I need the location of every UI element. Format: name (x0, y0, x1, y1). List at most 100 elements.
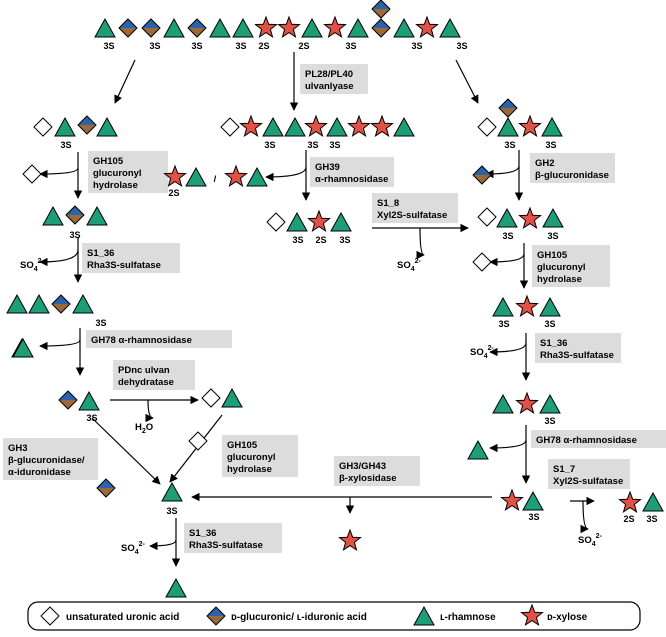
unsaturated-uronic-acid-diamond (477, 207, 497, 227)
enzyme-label-s1_7-0: S1_7 (553, 464, 575, 475)
rhamnose-triangle (163, 17, 185, 38)
rhamnose-triangle (330, 211, 352, 232)
iduronic-half (78, 125, 96, 134)
iduronic-half (142, 28, 160, 37)
rhamnose-triangle (6, 293, 28, 314)
enzyme-label-gh105_left-0: GH105 (93, 156, 124, 167)
xylose-star (415, 15, 439, 39)
xylose-star (338, 528, 362, 552)
side-product-arrow (265, 166, 307, 182)
uronic-acid-diamond (371, 0, 391, 19)
rhamnose-triangle (12, 337, 34, 358)
enzyme-box-gh105_right (532, 245, 610, 287)
diamond-outline (118, 18, 138, 38)
sulfate-3s-label: 3S (60, 140, 71, 150)
diamond-outline (371, 18, 391, 38)
enzyme-label-gh78_right-0: GH78 α-rhamnosidase (536, 435, 637, 446)
rhamnose-triangle (393, 116, 415, 137)
xylose-star (515, 294, 539, 318)
enzyme-label-pl28-1: ulvanlyase (305, 81, 354, 92)
rhamnose-triangle (78, 390, 100, 411)
sulfate-2s-label: 2S (258, 41, 269, 51)
enzyme-box-s1_8 (372, 193, 458, 223)
xylose-star (307, 209, 331, 233)
sulfate-2s-label: 2S (298, 41, 309, 51)
iduronic-half (66, 215, 84, 224)
reaction-arrow (91, 417, 161, 485)
sulfate-product-label: SO42- (578, 533, 603, 548)
rhamnose-triangle (539, 296, 561, 317)
glucuronic-half (66, 206, 84, 215)
side-product-arrow (489, 342, 527, 357)
diamond-outline (141, 18, 161, 38)
enzyme-box-s1_36_bottom (184, 523, 282, 553)
rhamnose-triangle (541, 116, 563, 137)
sulfate-3s-label: 3S (544, 416, 555, 426)
sulfate-3s-label: 3S (528, 512, 539, 522)
enzyme-label-pdnc-0: PDnc ulvan (118, 365, 170, 376)
sulfate-3s-label: 3S (545, 140, 556, 150)
diamond-outline (96, 478, 116, 498)
side-product-arrow (39, 339, 81, 351)
xylose-star (323, 15, 347, 39)
glucuronic-half (52, 295, 70, 304)
rhamnose-triangle (522, 490, 544, 511)
rhamnose-triangle (28, 293, 50, 314)
sulfate-3s-label: 3S (149, 41, 160, 51)
unsaturated-uronic-acid-diamond (33, 117, 53, 137)
diamond-outline (371, 0, 391, 19)
sulfate-3s-label: 3S (329, 140, 340, 150)
rhamnose-triangle (246, 166, 268, 187)
rhamnose-triangle (301, 17, 323, 38)
sulfate-3s-label: 3S (191, 41, 202, 51)
diamond-outline (187, 18, 207, 38)
rhamnose-triangle (439, 17, 461, 38)
rhamnose-triangle (539, 393, 561, 414)
sulfate-3s-label: 3S (498, 319, 509, 329)
iduronic-half (499, 108, 517, 117)
sulfate-3s-label: 3S (339, 235, 350, 245)
uronic-acid-diamond (96, 478, 116, 498)
legend-box (27, 601, 641, 631)
unsaturated-uronic-acid-diamond (201, 388, 221, 408)
xylose-star (239, 114, 263, 138)
rhamnose-triangle (96, 116, 118, 137)
enzyme-box-gh105_mid (222, 435, 298, 477)
glucuronic-half (372, 0, 390, 9)
enzyme-label-s1_8-1: Xyl2S-sulfatase (377, 210, 447, 221)
uronic-acid-diamond (206, 606, 226, 626)
xylose-star (277, 15, 301, 39)
iduronic-half (207, 616, 225, 625)
rhamnose-triangle (497, 116, 519, 137)
sulfate-3s-label: 3S (345, 41, 356, 51)
diamond-outline (65, 205, 85, 225)
rhamnose-triangle (413, 605, 435, 626)
enzyme-box-s1_7 (548, 459, 630, 489)
sulfate-product-label: SO42- (397, 258, 422, 273)
rhamnose-triangle (42, 205, 64, 226)
enzyme-box-gh3_gh43 (334, 456, 420, 486)
diamond-outline (51, 294, 71, 314)
sulfate-3s-label: 3S (86, 413, 97, 423)
xylose-star (254, 15, 278, 39)
glucuronic-half (372, 19, 390, 28)
enzyme-label-s1_36_bottom-0: S1_36 (189, 528, 216, 539)
enzyme-box-gh39 (310, 157, 394, 187)
sulfate-product-label: SO42- (121, 541, 146, 556)
rhamnose-triangle (161, 481, 183, 502)
diamond-outline (472, 165, 492, 185)
enzyme-label-pdnc-1: dehydratase (118, 377, 174, 388)
uronic-acid-diamond (498, 98, 518, 118)
enzyme-label-gh105_mid-1: glucuronyl (227, 452, 276, 463)
unsaturated-uronic-acid-diamond (40, 606, 60, 626)
sulfate-3s-label: 3S (292, 235, 303, 245)
unsaturated-uronic-acid-diamond (477, 117, 497, 137)
enzyme-label-gh105_left-2: hydrolase (93, 180, 138, 191)
xylose-star (163, 164, 187, 188)
enzyme-label-s1_8-0: S1_8 (377, 198, 399, 209)
rhamnose-triangle (221, 387, 243, 408)
glucuronic-half (499, 99, 517, 108)
uronic-acid-diamond (51, 294, 71, 314)
reaction-arrow (114, 59, 136, 104)
sulfate-3s-label: 3S (502, 231, 513, 241)
